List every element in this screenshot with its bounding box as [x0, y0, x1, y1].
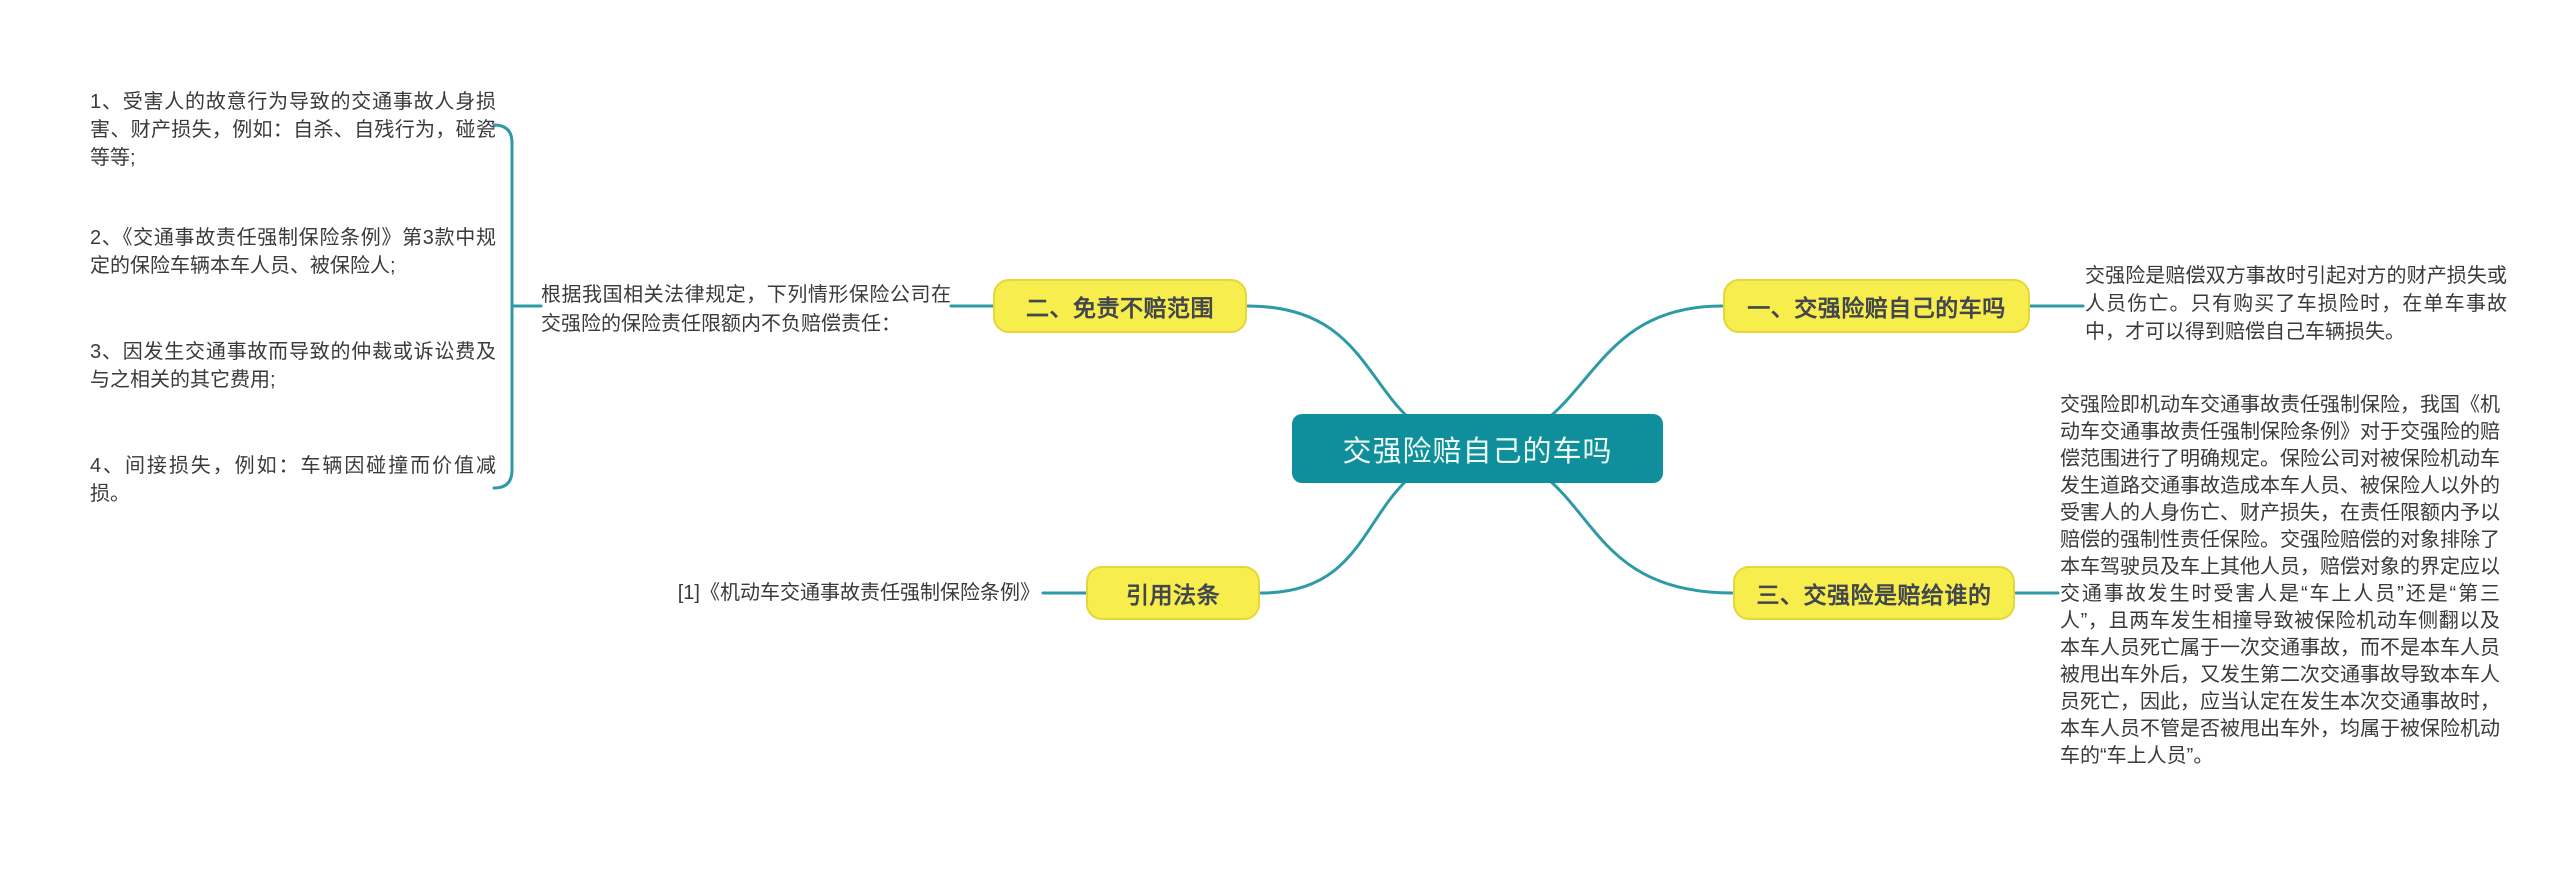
branch-node-exempt-label: 二、免责不赔范围	[1026, 295, 1214, 321]
branch-node-own-car[interactable]: 一、交强险赔自己的车吗	[1723, 279, 2030, 333]
citation-text[interactable]: [1]《机动车交通事故责任强制保险条例》	[677, 582, 1040, 604]
central-topic-node[interactable]: 交强险赔自己的车吗	[1292, 414, 1663, 483]
branch-node-citation-label: 引用法条	[1126, 582, 1220, 608]
exempt-item[interactable]: 4、间接损失，例如：车辆因碰撞而价值减损。	[90, 455, 496, 505]
branch-node-citation[interactable]: 引用法条	[1086, 566, 1260, 620]
branch-node-who-label: 三、交强险是赔给谁的	[1756, 582, 1992, 608]
central-topic-label: 交强险赔自己的车吗	[1342, 435, 1613, 468]
branch-node-exempt[interactable]: 二、免责不赔范围	[993, 279, 1247, 333]
branch-node-who[interactable]: 三、交强险是赔给谁的	[1733, 566, 2015, 620]
items-bracket	[492, 123, 514, 490]
who-text[interactable]: 交强险即机动车交通事故责任强制保险，我国《机动车交通事故责任强制保险条例》对于交…	[2060, 394, 2500, 767]
exempt-item[interactable]: 3、因发生交通事故而导致的仲裁或诉讼费及与之相关的其它费用;	[90, 341, 496, 391]
exempt-item[interactable]: 2、《交通事故责任强制保险条例》第3款中规定的保险车辆本车人员、被保险人;	[90, 227, 496, 277]
branch-node-own-car-label: 一、交强险赔自己的车吗	[1747, 295, 2006, 321]
exempt-item[interactable]: 1、受害人的故意行为导致的交通事故人身损害、财产损失，例如：自杀、自残行为，碰瓷…	[90, 91, 496, 169]
exempt-intro-text[interactable]: 根据我国相关法律规定，下列情形保险公司在交强险的保险责任限额内不负赔偿责任：	[541, 284, 951, 335]
own-car-text[interactable]: 交强险是赔偿双方事故时引起对方的财产损失或人员伤亡。只有购买了车损险时，在单车事…	[2085, 265, 2507, 343]
